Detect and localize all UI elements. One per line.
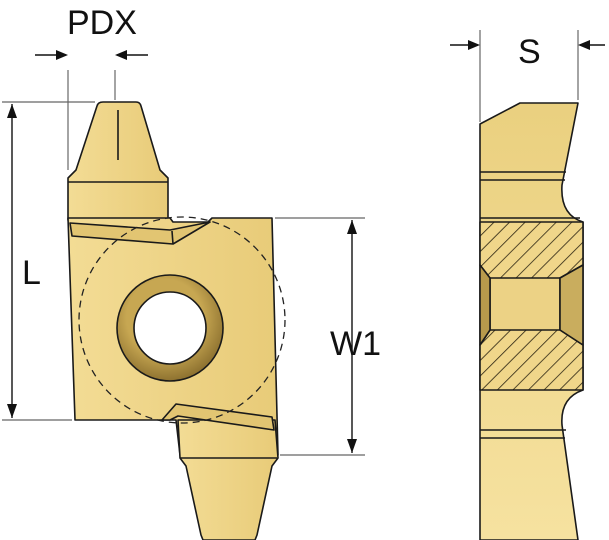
bore-channel xyxy=(489,277,561,331)
label-s: S xyxy=(518,33,541,71)
insert-front-view xyxy=(67,101,286,540)
insert-side-view xyxy=(479,102,584,540)
dimension-l xyxy=(2,101,95,421)
dimension-pdx xyxy=(35,50,148,170)
dimension-s xyxy=(450,30,605,122)
bottom-cutting-tab xyxy=(177,419,279,540)
dimension-w1 xyxy=(275,217,365,456)
mounting-hole xyxy=(133,291,207,365)
top-chip-groove xyxy=(69,221,211,245)
top-cutting-tab xyxy=(67,101,169,221)
label-pdx: PDX xyxy=(67,4,137,42)
label-w1: W1 xyxy=(330,325,381,363)
inscribed-circle xyxy=(78,216,286,424)
label-l: L xyxy=(22,254,41,292)
